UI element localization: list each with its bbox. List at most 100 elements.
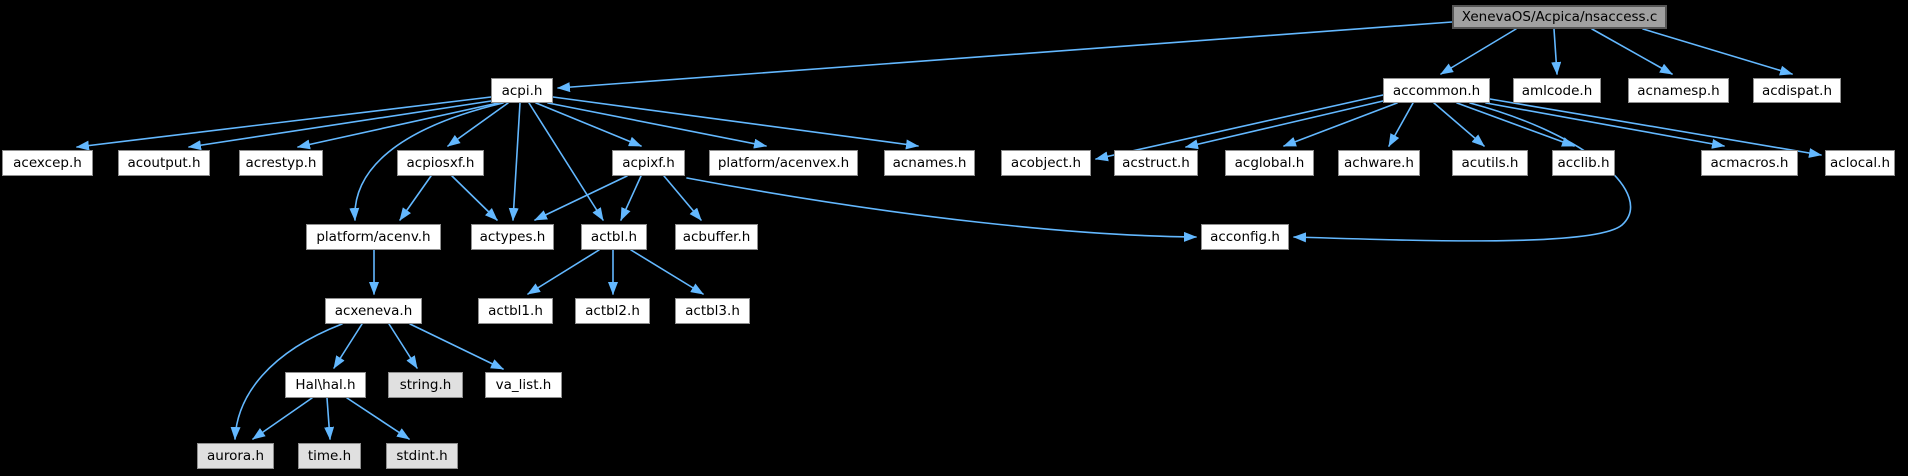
edge-acpixf-to-acbuffer — [663, 175, 702, 221]
edge-actbl-to-actbl3 — [630, 249, 704, 295]
node-label: actbl3.h — [685, 303, 740, 319]
node-label: actypes.h — [479, 229, 546, 245]
node-label: acstruct.h — [1122, 155, 1190, 171]
node-acenv[interactable]: platform/acenv.h — [306, 224, 441, 250]
node-acpixf[interactable]: acpixf.h — [612, 150, 685, 176]
node-actbl2[interactable]: actbl2.h — [575, 298, 650, 324]
node-actbl[interactable]: actbl.h — [581, 224, 647, 250]
node-label: aclocal.h — [1830, 155, 1890, 171]
node-label: acglobal.h — [1234, 155, 1305, 171]
edge-accommon-to-acutils — [1433, 102, 1485, 147]
node-acrestyp[interactable]: acrestyp.h — [239, 150, 323, 176]
node-label: acxeneva.h — [334, 303, 413, 319]
node-achware[interactable]: achware.h — [1338, 150, 1420, 176]
node-label: time.h — [307, 448, 352, 464]
edge-nsaccess-to-acpi — [557, 21, 1453, 93]
node-amlcode[interactable]: amlcode.h — [1513, 78, 1601, 103]
node-label: acrestyp.h — [245, 155, 317, 171]
node-label: platform/acenvex.h — [717, 155, 850, 171]
node-acconfig[interactable]: acconfig.h — [1201, 224, 1289, 250]
node-string[interactable]: string.h — [388, 372, 463, 398]
node-label: XenevaOS/Acpica/nsaccess.c — [1461, 9, 1658, 25]
node-label: acoutput.h — [127, 155, 201, 171]
node-acglobal[interactable]: acglobal.h — [1225, 150, 1314, 176]
node-acnamesp[interactable]: acnamesp.h — [1628, 78, 1729, 103]
edge-acpi-to-acenvex — [547, 102, 767, 149]
edge-accommon-to-acconfig — [1293, 102, 1632, 243]
node-acxeneva[interactable]: acxeneva.h — [325, 298, 422, 324]
node-label: acobject.h — [1010, 155, 1082, 171]
edge-acxeneva-to-hal — [333, 323, 363, 369]
node-actbl3[interactable]: actbl3.h — [675, 298, 750, 324]
edge-acpiosxf-to-actypes — [451, 175, 498, 221]
edge-acpi-to-acpiosxf — [447, 102, 509, 147]
node-acmacros[interactable]: acmacros.h — [1701, 150, 1798, 176]
node-acpiosxf[interactable]: acpiosxf.h — [397, 150, 484, 176]
node-label: acutils.h — [1461, 155, 1519, 171]
node-acenvex[interactable]: platform/acenvex.h — [709, 150, 858, 176]
edge-nsaccess-to-acdispat — [1642, 28, 1793, 76]
edge-acpi-to-acpixf — [535, 102, 642, 147]
node-acclib[interactable]: acclib.h — [1552, 150, 1615, 176]
node-label: actbl1.h — [488, 303, 543, 319]
node-accommon[interactable]: accommon.h — [1383, 78, 1490, 103]
node-acobject[interactable]: acobject.h — [1001, 150, 1091, 176]
edge-acpi-to-actbl — [528, 102, 604, 221]
edge-acpixf-to-acconfig — [686, 177, 1197, 242]
node-label: acnamesp.h — [1637, 82, 1720, 99]
node-label: actbl.h — [590, 229, 638, 245]
edge-hal-to-time — [324, 397, 335, 440]
edge-acpi-to-acnames — [552, 96, 919, 150]
node-actbl1[interactable]: actbl1.h — [478, 298, 553, 324]
node-label: acnames.h — [892, 155, 967, 171]
node-label: amlcode.h — [1521, 82, 1593, 99]
edge-accommon-to-acclib — [1456, 102, 1575, 147]
edge-accommon-to-aclocal — [1489, 98, 1822, 158]
node-actypes[interactable]: actypes.h — [471, 224, 554, 250]
node-label: acpi.h — [501, 82, 543, 99]
edge-actbl-to-actbl1 — [527, 249, 600, 295]
node-acoutput[interactable]: acoutput.h — [118, 150, 210, 176]
node-valist[interactable]: va_list.h — [485, 372, 562, 398]
edge-nsaccess-to-amlcode — [1551, 28, 1562, 75]
edge-group — [76, 21, 1822, 440]
node-acnames[interactable]: acnames.h — [884, 150, 975, 176]
node-label: actbl2.h — [585, 303, 640, 319]
node-acdispat[interactable]: acdispat.h — [1753, 78, 1841, 103]
node-label: Hal\hal.h — [295, 377, 356, 393]
edge-hal-to-stdint — [346, 397, 410, 440]
node-aclocal[interactable]: aclocal.h — [1825, 150, 1895, 176]
edge-acpi-to-acenv — [349, 102, 504, 221]
node-acstruct[interactable]: acstruct.h — [1114, 150, 1198, 176]
node-acpi[interactable]: acpi.h — [491, 78, 553, 103]
edge-accommon-to-acobject — [1095, 94, 1384, 162]
node-label: string.h — [399, 377, 452, 393]
node-hal[interactable]: Hal\hal.h — [285, 372, 366, 398]
node-stdint[interactable]: stdint.h — [386, 443, 458, 469]
node-aurora[interactable]: aurora.h — [197, 443, 274, 469]
node-label: acconfig.h — [1210, 229, 1280, 245]
edge-accommon-to-acglobal — [1283, 102, 1398, 147]
node-time[interactable]: time.h — [298, 443, 361, 469]
node-acutils[interactable]: acutils.h — [1452, 150, 1528, 176]
node-label: va_list.h — [495, 377, 552, 393]
node-label: accommon.h — [1392, 82, 1481, 99]
node-acbuffer[interactable]: acbuffer.h — [675, 224, 758, 250]
node-nsaccess: XenevaOS/Acpica/nsaccess.c — [1452, 5, 1667, 29]
node-label: platform/acenv.h — [316, 229, 431, 245]
node-label: achware.h — [1344, 155, 1414, 171]
node-label: acexcep.h — [13, 155, 82, 171]
node-label: acpixf.h — [622, 155, 675, 171]
edge-acpi-to-acrestyp — [297, 102, 499, 150]
edge-acxeneva-to-valist — [409, 323, 504, 370]
edge-acxeneva-to-string — [388, 323, 418, 369]
edge-acpiosxf-to-acenv — [399, 175, 432, 221]
edge-hal-to-aurora — [252, 397, 313, 440]
edge-accommon-to-achware — [1388, 102, 1414, 147]
edge-acpi-to-acexcep — [76, 96, 492, 151]
node-label: acbuffer.h — [682, 229, 751, 245]
node-label: acpiosxf.h — [406, 155, 475, 171]
node-acexcep[interactable]: acexcep.h — [2, 150, 93, 176]
node-label: acdispat.h — [1761, 82, 1833, 99]
